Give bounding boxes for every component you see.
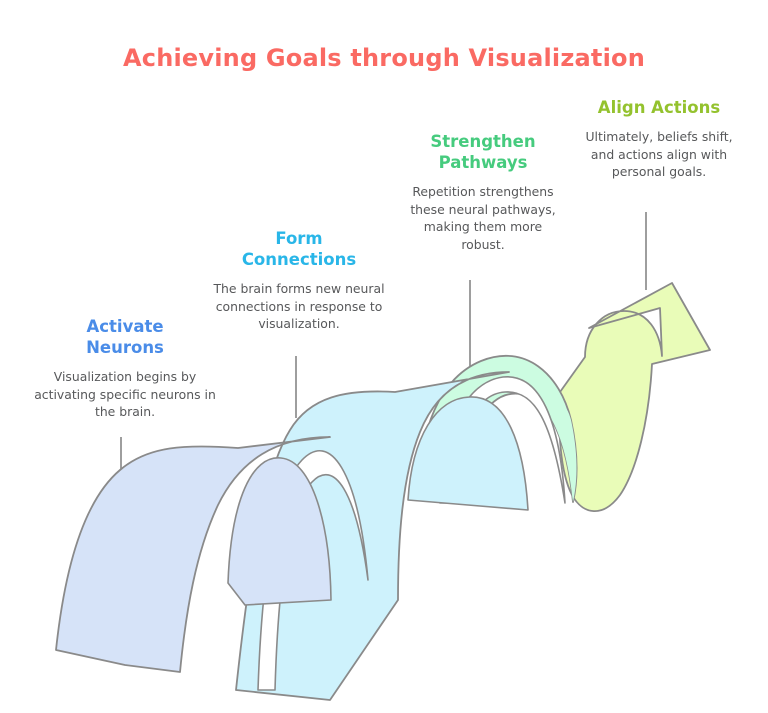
wave-segment-activate-neurons [55,436,331,673]
step-2-body: The brain forms new neural connections i… [213,281,385,332]
step-4-heading-line-1: Align Actions [597,98,721,117]
step-2-heading-line-1: Form [275,229,323,248]
step-4-heading: Align Actions [578,97,740,118]
step-1-heading-line-2: Neurons [86,338,164,358]
step-4-body: Ultimately, beliefs shift, and actions a… [585,129,733,180]
step-3-heading-line-2: Pathways [438,153,528,173]
arrow-shape [558,282,711,512]
segment-1-shape [55,436,331,673]
step-2-heading-line-2: Connections [241,250,357,270]
step-activate-neurons: Activate Neurons Visualization begins by… [34,316,216,421]
segment-3-front-shape [407,396,529,511]
page-title-text: Achieving Goals through Visualization [123,44,645,72]
step-3-heading-line-1: Strengthen [430,132,536,151]
step-1-heading: Activate Neurons [34,316,216,358]
segment-3-crest [521,393,577,502]
wave-segment-align-actions [558,282,711,512]
step-form-connections: Form Connections The brain forms new neu… [209,228,389,333]
segment-1-front-shape [227,457,332,606]
step-align-actions: Align Actions Ultimately, beliefs shift,… [578,97,740,181]
step-1-body: Visualization begins by activating speci… [34,369,216,420]
wave-segment-3-front-face [407,396,529,511]
step-strengthen-pathways: Strengthen Pathways Repetition strengthe… [409,131,557,254]
step-2-heading: Form Connections [209,228,389,270]
wave-segment-1-front-face [227,457,332,606]
step-3-body: Repetition strengthens these neural path… [410,184,556,253]
step-1-heading-line-1: Activate [86,317,164,336]
step-3-heading: Strengthen Pathways [409,131,557,173]
